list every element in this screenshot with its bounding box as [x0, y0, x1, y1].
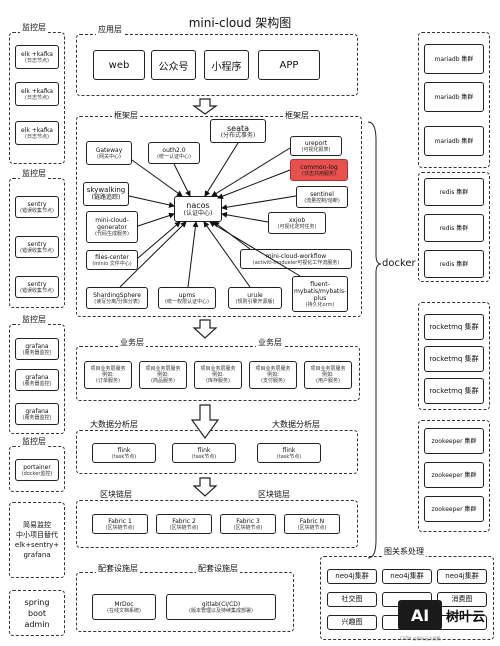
social-graph-node: 社交图	[327, 592, 377, 607]
mariadb-node-1: mariadb 集群	[424, 44, 484, 74]
consumption-graph-node: 消费图	[437, 592, 487, 607]
skywalking-node: skywalking(链路追踪)	[83, 182, 129, 206]
business-label-left: 业务层	[118, 337, 146, 348]
portainer-node: portainer(docker监控)	[15, 459, 59, 481]
watermark-footer: CSDN @树叶云大规模	[400, 636, 441, 641]
business-label-right: 业务层	[256, 337, 284, 348]
blockchain-layer	[76, 500, 358, 548]
flink-node-3: flink(task节点)	[257, 443, 321, 463]
page-title: mini-cloud 架构图	[188, 16, 292, 30]
simple-monitor-line-2: 中小项目替代	[16, 531, 58, 539]
business-service-product: 项目业务层服务例如:(商品服务)	[139, 361, 187, 389]
zookeeper-group	[418, 420, 490, 532]
rocketmq-group	[418, 302, 490, 410]
business-service-order: 项目业务层服务例如:(订单服务)	[84, 361, 132, 389]
watermark-logo: AI	[398, 600, 442, 630]
redis-node-1: redis 集群	[424, 178, 484, 206]
sentry-node-2: sentry(错误收集节点)	[15, 236, 59, 258]
docker-label: docker	[382, 258, 416, 269]
seata-node: seata(分布式事务)	[210, 119, 266, 143]
zookeeper-node-1: zookeeper 集群	[424, 428, 484, 454]
rocketmq-node-3: rocketmq 集群	[424, 378, 484, 404]
redis-node-3: redis 集群	[424, 250, 484, 278]
framework-label-left: 框架层	[112, 110, 140, 121]
config-layer	[76, 572, 294, 632]
simple-monitor-line-3: elk+sentry+	[14, 541, 60, 549]
neo4j-node-2: neo4j集群	[382, 569, 432, 584]
config-label-right: 配套设施层	[196, 563, 240, 574]
elk-node-3: elk +kafka(日志节点)	[15, 121, 59, 145]
sentinel-node: sentinel(流量控制/熔断)	[296, 186, 348, 208]
zookeeper-node-2: zookeeper 集群	[424, 462, 484, 488]
neo4j-node-3: neo4j集群	[437, 569, 487, 584]
workflow-node: mini-cloud-workflow(activiti-modueler可视化…	[240, 249, 352, 269]
xxjob-node: xxjob(可视化定时任务)	[268, 212, 326, 234]
grafana-node-1: grafana(服务器监控)	[15, 338, 59, 360]
blockchain-label-right: 区块链层	[256, 489, 292, 500]
common-log-node: common-log(日志共用服务)	[290, 159, 348, 181]
upms-node: upms(统一权限认证中心)	[158, 287, 216, 309]
monitor-label-2: 监控层	[20, 168, 48, 179]
grafana-node-2: grafana(服务器监控)	[15, 369, 59, 391]
elk-node-2: elk +kafka(日志节点)	[15, 82, 59, 106]
interest-graph-node: 兴趣图	[327, 615, 377, 630]
bigdata-label-left: 大数据分析层	[88, 419, 140, 430]
framework-label-right: 框架层	[283, 110, 311, 121]
grafana-node-3: grafana(服务器监控)	[15, 403, 59, 425]
flink-node-2: flink(task节点)	[172, 443, 236, 463]
app-app: APP	[258, 50, 320, 80]
fabric-node-2: Fabric 2(区块链节点)	[156, 514, 212, 534]
watermark-text: 树叶云	[446, 610, 486, 625]
simple-monitor-line-4: grafana	[23, 551, 51, 559]
spring-boot-admin-box: spring boot admin	[9, 590, 65, 636]
nacos-node: nacos (认证中心)	[174, 196, 222, 222]
fabric-node-1: Fabric 1(区块链节点)	[92, 514, 148, 534]
monitor-label-1: 监控层	[20, 22, 48, 33]
urule-node: urule(规则引擎开源版)	[228, 287, 282, 309]
monitor-label-4: 监控层	[20, 436, 48, 447]
mariadb-node-2: mariadb 集群	[424, 82, 484, 112]
rocketmq-node-2: rocketmq 集群	[424, 346, 484, 372]
blockchain-label-left: 区块链层	[98, 489, 134, 500]
sentry-node-1: sentry(错误收集节点)	[15, 196, 59, 218]
shardingsphere-node: ShardingSphere(读写分离/分库分表)	[86, 287, 148, 309]
mrdoc-node: MrDoc(在线文档系统)	[92, 594, 156, 620]
business-layer	[76, 346, 360, 401]
sentry-node-3: sentry(错误收集节点)	[15, 276, 59, 298]
orm-node: fluent-mybatis/mybatis-plus(持久化orm)	[292, 276, 348, 312]
files-center-node: files-center(minio 文件中心)	[86, 250, 138, 270]
redis-node-2: redis 集群	[424, 214, 484, 242]
app-layer-label: 应用层	[96, 24, 124, 35]
simple-monitor-box: 简易监控 中小项目替代 elk+sentry+ grafana	[9, 502, 65, 578]
bigdata-label-right: 大数据分析层	[270, 419, 322, 430]
app-web: web	[93, 50, 145, 80]
fabric-node-n: Fabric N(区块链节点)	[284, 514, 340, 534]
elk-node-1: elk +kafka(日志节点)	[15, 45, 59, 69]
flink-node-1: flink(task节点)	[92, 443, 156, 463]
mariadb-group	[418, 32, 490, 168]
ureport-node: ureport(可视化报表)	[290, 136, 342, 156]
monitor-label-3: 监控层	[20, 314, 48, 325]
redis-group	[418, 172, 490, 282]
graph-label: 图关系处理	[382, 546, 426, 557]
config-label-left: 配套设施层	[96, 563, 140, 574]
gateway-node: Gateway(网关中心)	[86, 141, 132, 165]
app-official-account: 公众号	[151, 50, 196, 80]
fabric-node-3: Fabric 3(区块链节点)	[220, 514, 276, 534]
oauth-node: outh2.0(统一认证中心)	[148, 142, 200, 164]
business-service-user: 项目业务层服务例如:(用户服务)	[304, 361, 352, 389]
gitlab-node: gitlab(CI/CD)(版本管理以及持续集成部署)	[166, 594, 276, 620]
framework-layer	[76, 116, 362, 317]
zookeeper-node-3: zookeeper 集群	[424, 496, 484, 522]
rocketmq-node-1: rocketmq 集群	[424, 314, 484, 340]
neo4j-node-1: neo4j集群	[327, 569, 377, 584]
mariadb-node-3: mariadb 集群	[424, 126, 484, 156]
docker-bracket	[367, 121, 382, 559]
app-layer	[76, 34, 358, 96]
generator-node: mini-cloud-generator(代码生成服务)	[86, 211, 138, 243]
business-service-stock: 项目业务层服务例如:(库存服务)	[194, 361, 242, 389]
app-mini-program: 小程序	[204, 50, 249, 80]
simple-monitor-line-1: 简易监控	[23, 521, 51, 529]
business-service-pay: 项目业务层服务例如:(支付服务)	[249, 361, 297, 389]
